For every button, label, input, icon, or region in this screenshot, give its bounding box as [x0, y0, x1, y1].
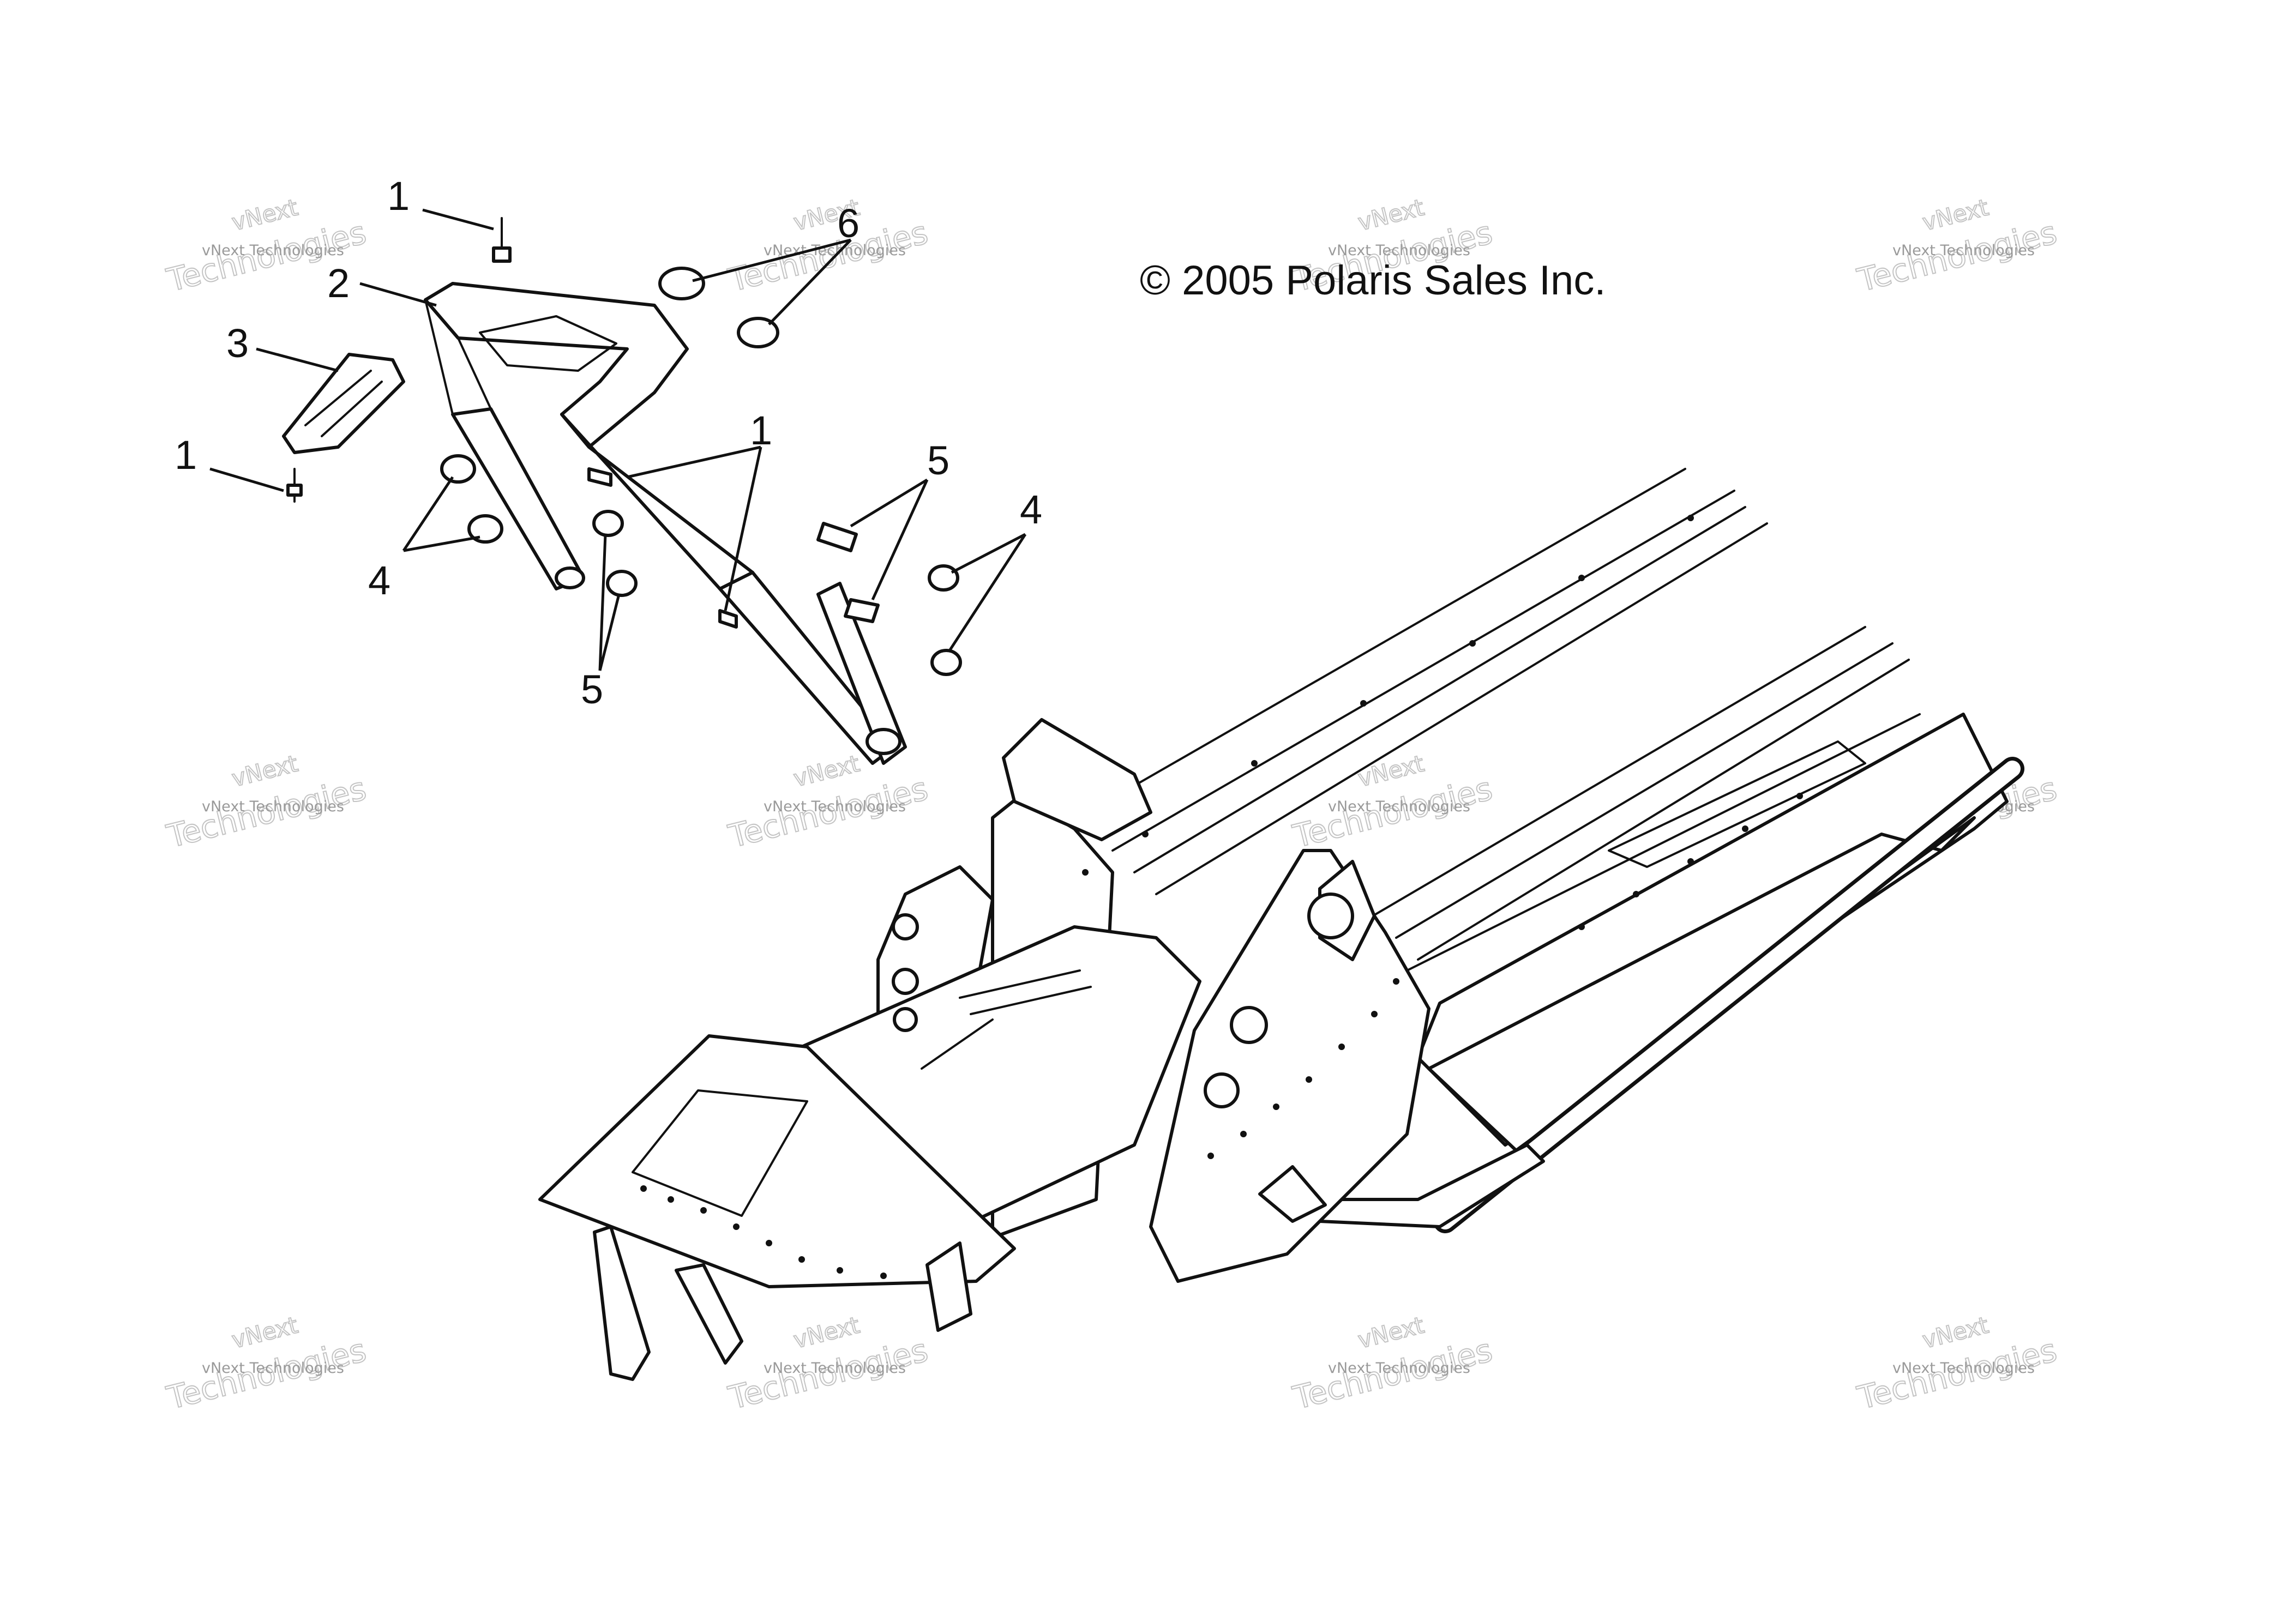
callout-6: 6: [837, 201, 860, 246]
rear-bumper-part-2: [424, 282, 907, 765]
watermark-line1: vNext: [229, 1312, 300, 1354]
watermark-name: vNext Technologies: [764, 798, 906, 815]
watermark-line1: vNext: [1355, 194, 1427, 236]
callout-4-right: 4: [1020, 487, 1042, 532]
rivet-part-1-top: [492, 217, 512, 263]
watermark-line1: vNext: [1355, 1312, 1427, 1354]
watermark-line1: vNext: [1920, 194, 1991, 236]
watermark-name: vNext Technologies: [1892, 1360, 2035, 1377]
watermark-line1: vNext: [791, 1312, 862, 1354]
copyright-notice: © 2005 Polaris Sales Inc.: [1140, 257, 1606, 304]
rivet-holes: [640, 515, 1803, 1279]
watermark-name: vNext Technologies: [1328, 798, 1470, 815]
watermark-name: vNext Technologies: [202, 242, 344, 259]
cap-part-6: [658, 267, 779, 348]
rivet-part-1-mid: [587, 467, 738, 629]
callout-2: 2: [327, 261, 350, 306]
watermark-line1: vNext: [791, 750, 862, 792]
watermark-name: vNext Technologies: [1328, 242, 1470, 259]
watermark-name: vNext Technologies: [202, 1360, 344, 1377]
chassis-tunnel: [538, 468, 2024, 1381]
watermark-line1: vNext: [229, 750, 300, 792]
callout-numbers: 1 2 3 1 4 1 6 5 5 4: [175, 173, 1042, 712]
watermark-name: vNext Technologies: [764, 1360, 906, 1377]
callout-5-right: 5: [927, 438, 949, 483]
callout-1-left: 1: [175, 432, 197, 478]
bolt-part-5: [592, 510, 880, 623]
callout-1-mid: 1: [750, 408, 772, 453]
bracket-part-3: [282, 353, 405, 454]
nut-part-4-left: [440, 454, 503, 544]
callout-1-top: 1: [387, 173, 410, 219]
nut-part-4-right: [928, 564, 962, 676]
watermark-name: vNext Technologies: [1328, 1360, 1470, 1377]
rivet-part-1-left: [286, 468, 303, 503]
callout-3: 3: [226, 321, 249, 366]
leader-lines: [209, 208, 1027, 671]
callout-4-left: 4: [368, 558, 390, 603]
watermark-name: vNext Technologies: [1892, 242, 2035, 259]
callout-5-bottom: 5: [581, 667, 603, 712]
watermark-name: vNext Technologies: [202, 798, 344, 815]
watermark-line1: vNext: [1355, 750, 1427, 792]
watermark-line1: vNext: [229, 194, 300, 236]
watermark-line1: vNext: [1920, 1312, 1991, 1354]
